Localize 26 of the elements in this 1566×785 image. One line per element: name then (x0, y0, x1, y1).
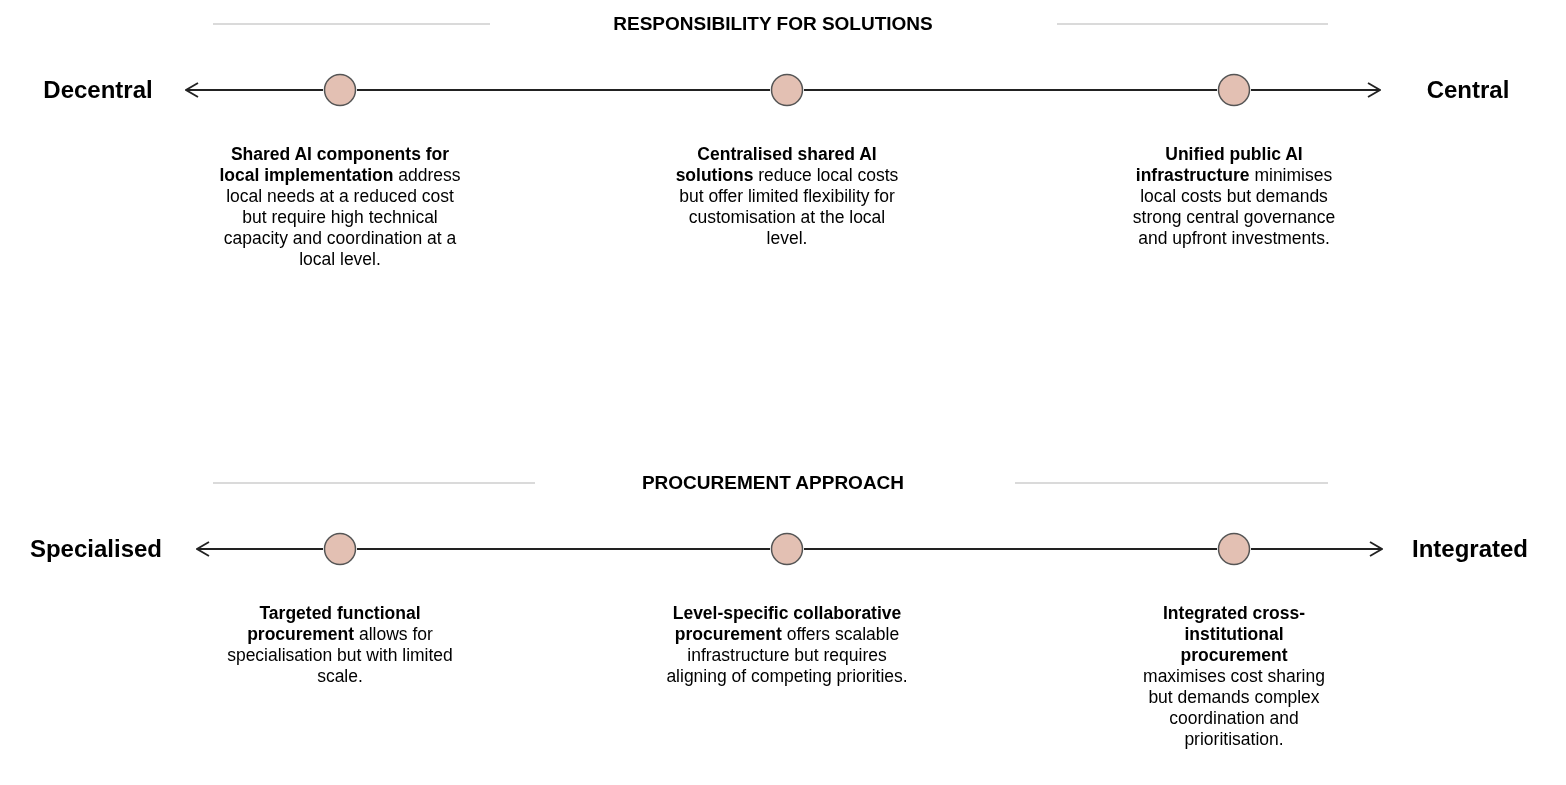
node-circle (770, 532, 804, 566)
arrow (196, 541, 324, 557)
section-title: RESPONSIBILITY FOR SOLUTIONS (612, 13, 934, 35)
axis-line (803, 89, 1218, 91)
axis-line (803, 548, 1218, 550)
node-circle (1217, 73, 1251, 107)
description-text: Centralised shared AI solutions reduce local costs but offer limited flexibility for customisation at the local level. (674, 144, 900, 249)
arrow (1250, 541, 1383, 557)
description-text: Shared AI components for local implementation address local needs at a reduced cost but require high technical capacity and coordination at a local level. (218, 144, 462, 270)
node-circle (323, 532, 357, 566)
description-text: Targeted functional procurement allows for specialisation but with limited scale. (226, 603, 454, 687)
axis-line (356, 548, 771, 550)
axis-end-label: Decentral (23, 75, 173, 105)
description-text: Level-specific collaborative procurement offers scalable infrastructure but requires aligning of competing priorities. (665, 603, 909, 687)
arrow (185, 82, 324, 98)
arrow (1250, 82, 1381, 98)
axis-line (356, 89, 771, 91)
axis-end-label: Specialised (8, 534, 184, 564)
node-circle (323, 73, 357, 107)
description-text: Unified public AI infrastructure minimises local costs but demands strong central governance and upfront investments. (1131, 144, 1337, 249)
axis-end-label: Integrated (1395, 534, 1545, 564)
node-circle (1217, 532, 1251, 566)
axis-end-label: Central (1393, 75, 1543, 105)
section-title: PROCUREMENT APPROACH (640, 472, 906, 494)
node-circle (770, 73, 804, 107)
description-text: Integrated cross-institutional procurement maximises cost sharing but demands complex coordination and prioritisation. (1142, 603, 1326, 750)
